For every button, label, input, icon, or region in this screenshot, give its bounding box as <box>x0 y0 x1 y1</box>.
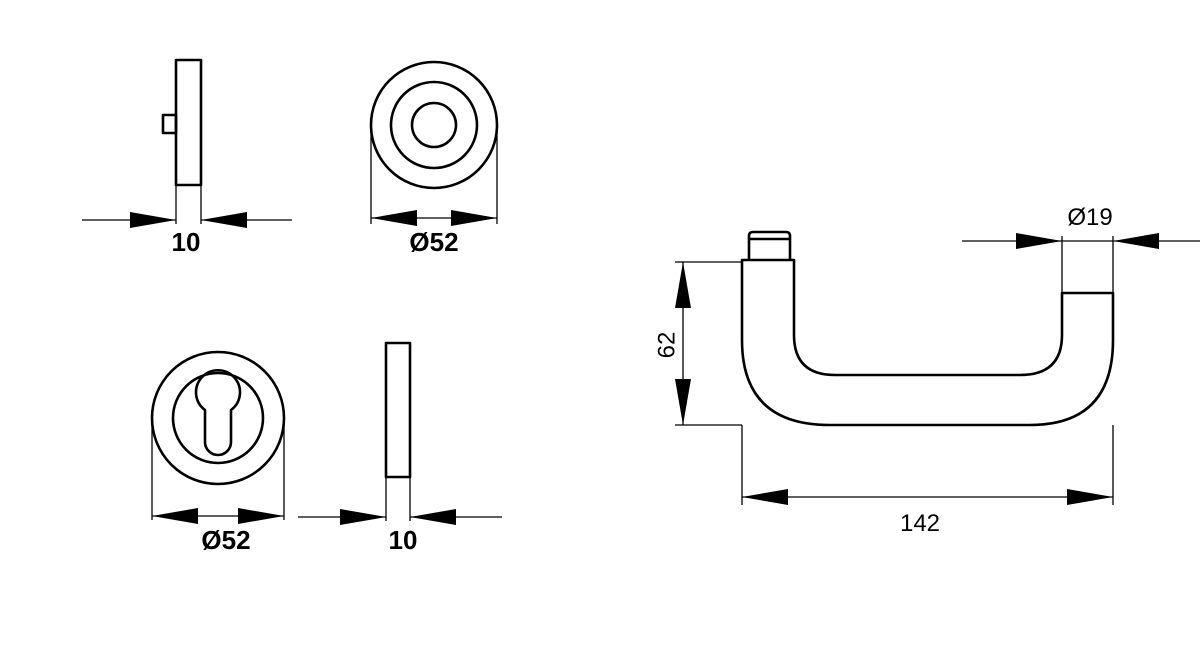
escutcheon-side-view: 10 <box>298 341 502 555</box>
handle-diameter-label: Ø19 <box>1067 204 1112 231</box>
escutcheon-thickness-label: 10 <box>389 525 418 555</box>
lever-handle-view: 62 142 Ø19 <box>653 204 1200 537</box>
handle-height-label: 62 <box>653 332 680 359</box>
escutcheon-diameter-label: Ø52 <box>201 525 250 555</box>
handle-length-label: 142 <box>900 510 940 537</box>
rose-front-view: Ø52 <box>369 60 499 257</box>
rose-thickness-label: 10 <box>172 227 201 257</box>
escutcheon-front-view: Ø52 <box>150 350 286 555</box>
cylinder-keyhole <box>194 369 242 457</box>
rose-diameter-label: Ø52 <box>409 227 458 257</box>
rose-side-view: 10 <box>82 58 292 257</box>
